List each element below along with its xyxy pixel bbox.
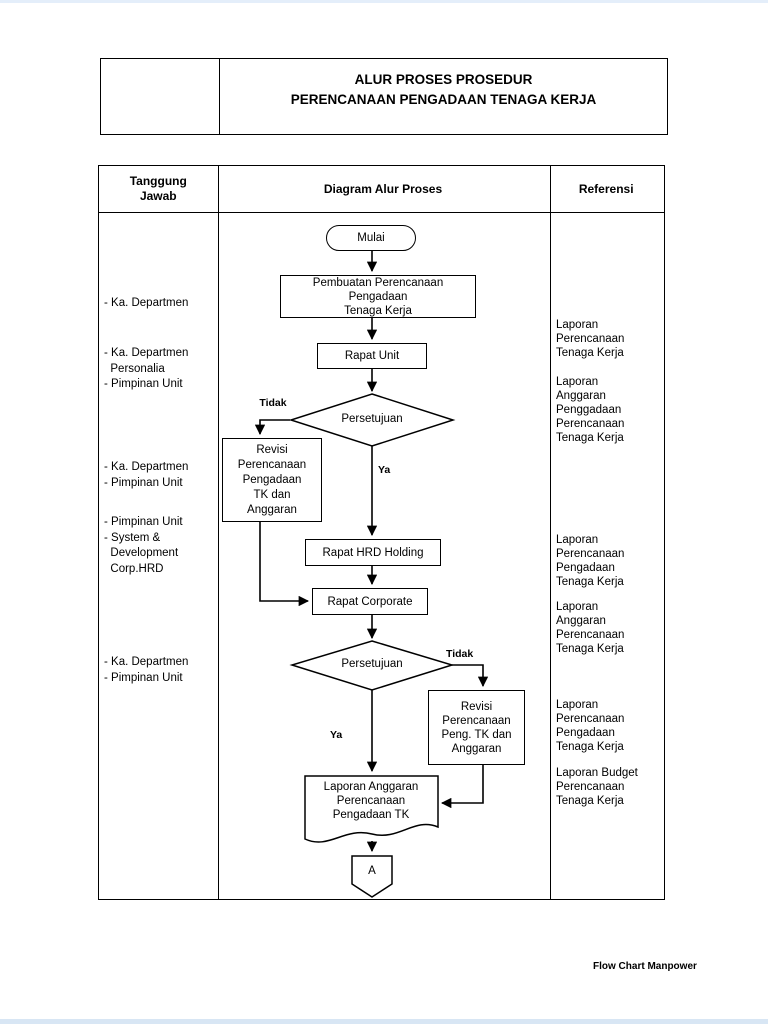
reference-item: Laporan Perencanaan Pengadaan Tenaga Ker… bbox=[556, 699, 625, 753]
responsibility-item: - Ka. Departmen bbox=[104, 297, 189, 309]
offpage-connector-a-label: A bbox=[368, 865, 376, 877]
table-header-divider bbox=[99, 212, 664, 213]
responsibility-item: - Pimpinan Unit - System & Development C… bbox=[104, 516, 183, 575]
flowchart-table: Tanggung Jawab Diagram Alur Proses Refer… bbox=[98, 165, 665, 900]
label-ya-1: Ya bbox=[378, 464, 391, 476]
responsibility-item: - Ka. Departmen - Pimpinan Unit bbox=[104, 656, 189, 684]
reference-item: Laporan Anggaran Perencanaan Tenaga Kerj… bbox=[556, 601, 625, 655]
process-revisi-2: Revisi Perencanaan Peng. TK dan Anggaran bbox=[428, 690, 525, 765]
label-ya-2: Ya bbox=[330, 729, 343, 741]
label-tidak-2: Tidak bbox=[446, 648, 474, 660]
page-edge-top bbox=[0, 0, 768, 3]
process-rapat-hrd-holding: Rapat HRD Holding bbox=[305, 539, 441, 566]
table-divider-1 bbox=[218, 166, 219, 899]
header-tanggung-jawab: Tanggung Jawab bbox=[129, 174, 187, 203]
title-block: ALUR PROSES PROSEDUR PERENCANAAN PENGADA… bbox=[100, 58, 668, 135]
footer-caption: Flow Chart Manpower bbox=[593, 961, 697, 972]
reference-item: Laporan Anggaran Penggadaan Perencanaan … bbox=[556, 376, 625, 444]
page-title: ALUR PROSES PROSEDUR PERENCANAAN PENGADA… bbox=[290, 72, 597, 107]
label-tidak-1: Tidak bbox=[259, 397, 287, 409]
reference-item: Laporan Perencanaan Pengadaan Tenaga Ker… bbox=[556, 534, 625, 588]
table-header-row: Tanggung Jawab Diagram Alur Proses Refer… bbox=[99, 166, 664, 212]
document-laporan-anggaran-label: Laporan Anggaran Perencanaan Pengadaan T… bbox=[323, 781, 419, 821]
responsibility-item: - Ka. Departmen - Pimpinan Unit bbox=[104, 461, 189, 489]
process-revisi-1: Revisi Perencanaan Pengadaan TK dan Angg… bbox=[222, 438, 322, 522]
table-divider-2 bbox=[550, 166, 551, 899]
process-pembuatan-perencanaan: Pembuatan Perencanaan Pengadaan Tenaga K… bbox=[280, 275, 476, 318]
responsibility-item: - Ka. Departmen Personalia - Pimpinan Un… bbox=[104, 347, 189, 390]
start-terminator: Mulai bbox=[326, 225, 416, 251]
title-block-empty-cell bbox=[101, 59, 220, 134]
process-rapat-unit: Rapat Unit bbox=[317, 343, 427, 369]
header-referensi: Referensi bbox=[578, 181, 634, 196]
decision-persetujuan-1-label: Persetujuan bbox=[341, 413, 403, 425]
reference-item: Laporan Budget Perencanaan Tenaga Kerja bbox=[556, 767, 638, 807]
decision-persetujuan-2-label: Persetujuan bbox=[341, 658, 403, 670]
page-edge-bottom bbox=[0, 1019, 768, 1024]
header-diagram-alur-proses: Diagram Alur Proses bbox=[323, 181, 443, 196]
reference-item: Laporan Perencanaan Tenaga Kerja bbox=[556, 319, 625, 359]
process-rapat-corporate: Rapat Corporate bbox=[312, 588, 428, 615]
